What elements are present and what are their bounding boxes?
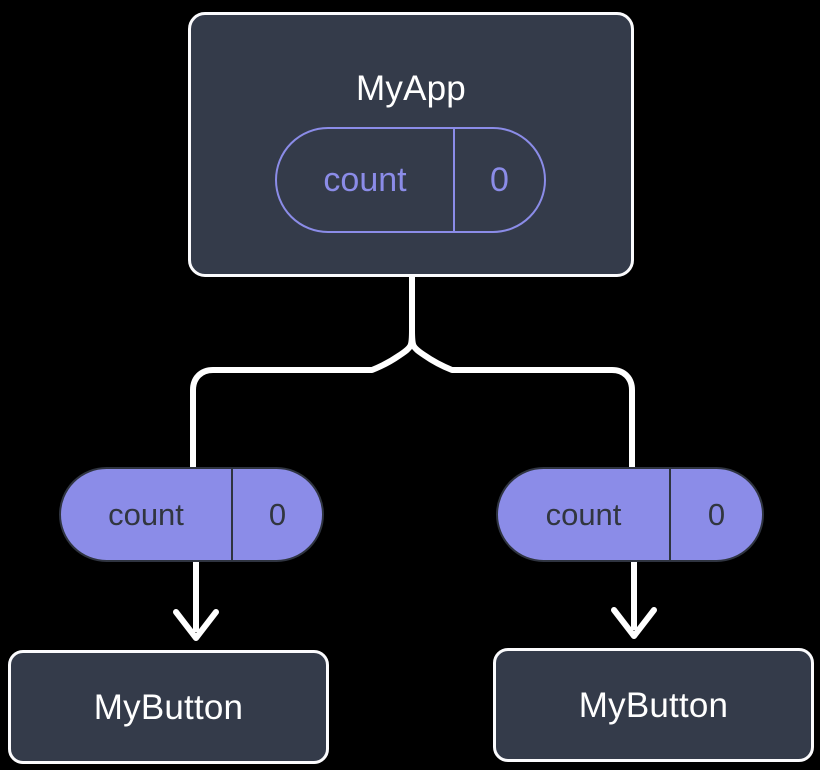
state-value: 0: [268, 496, 287, 532]
component-node-mybutton-right[interactable]: MyButton: [493, 648, 814, 762]
state-key: count: [61, 469, 233, 560]
state-value: 0: [707, 496, 726, 532]
state-value: 0: [490, 160, 509, 199]
state-key: count: [498, 469, 671, 560]
state-key: count: [277, 129, 455, 231]
arrow-right: [611, 560, 657, 639]
fork-connector-right: [409, 327, 635, 473]
state-pill-branch-left[interactable]: count 0: [59, 467, 324, 562]
arrow-left: [173, 560, 219, 641]
component-title-myapp: MyApp: [356, 69, 466, 108]
component-title-mybutton: MyButton: [93, 687, 244, 727]
state-pill-branch-right[interactable]: count 0: [496, 467, 764, 562]
state-pill-root[interactable]: count 0: [275, 127, 546, 233]
component-node-mybutton-left[interactable]: MyButton: [8, 650, 329, 764]
component-title-mybutton: MyButton: [578, 685, 729, 725]
fork-connector: [190, 274, 415, 473]
